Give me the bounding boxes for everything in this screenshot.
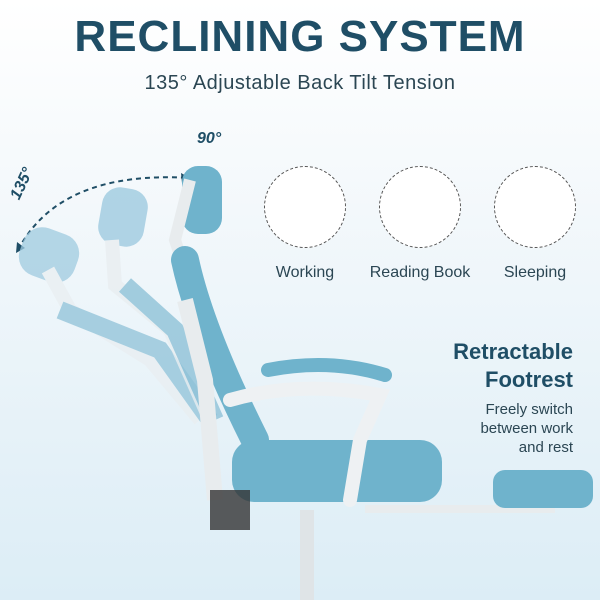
feature-desc-line: Freely switch	[485, 401, 573, 418]
feature-title-line: Retractable	[453, 339, 573, 364]
chair-upright	[168, 166, 593, 600]
mode-label: Sleeping	[503, 264, 567, 281]
feature-title: Retractable Footrest	[453, 338, 573, 394]
page-subtitle: 135° Adjustable Back Tilt Tension	[144, 72, 456, 94]
mode-working: Working	[250, 166, 360, 282]
feature-title-line: Footrest	[485, 367, 573, 392]
mode-sleeping: Sleeping	[480, 166, 590, 282]
angle-90-label: 90°	[197, 130, 222, 147]
footrest	[493, 470, 593, 508]
mode-label: Reading Book	[369, 264, 471, 281]
armrest	[261, 358, 392, 382]
reading-icon	[379, 166, 461, 248]
sleeping-icon	[494, 166, 576, 248]
mode-label: Working	[275, 264, 335, 281]
feature-description: Freely switch between work and rest	[480, 400, 573, 457]
feature-desc-line: between work	[480, 420, 573, 437]
working-icon	[264, 166, 346, 248]
seat-cushion	[232, 440, 442, 502]
page-title: RECLINING SYSTEM	[74, 12, 526, 61]
arrow-left-icon	[16, 242, 25, 253]
feature-desc-line: and rest	[518, 439, 573, 456]
mode-reading: Reading Book	[365, 166, 475, 282]
